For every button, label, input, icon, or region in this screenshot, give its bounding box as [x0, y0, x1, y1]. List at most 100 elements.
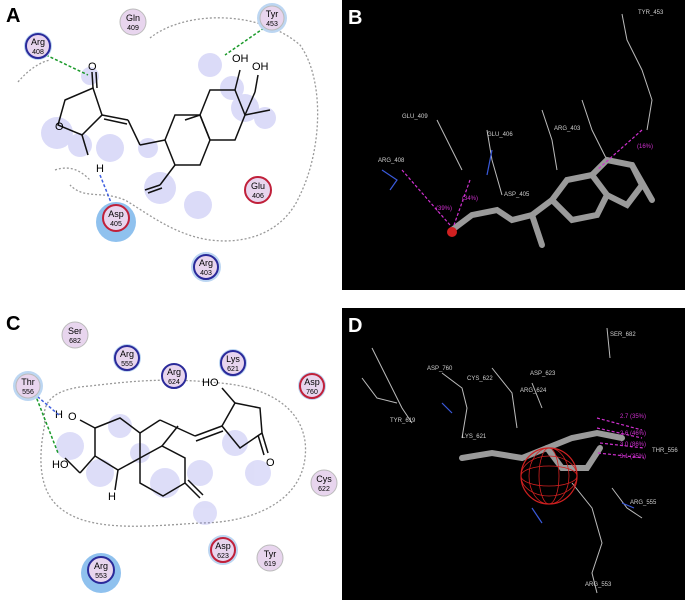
svg-text:Cys: Cys — [316, 474, 332, 484]
svg-text:Asp: Asp — [304, 377, 320, 387]
atom-o-carbonyl-c: O — [266, 457, 275, 469]
hbond-tyr453 — [224, 27, 265, 56]
hbond-labels-b: (16%) (39%) (34%) — [436, 144, 653, 212]
svg-text:CYS_622: CYS_622 — [467, 376, 493, 382]
hydrophobic-sphere-d — [520, 447, 578, 505]
hbond-arg408 — [45, 54, 89, 76]
ligand-sticks-b — [449, 156, 655, 248]
svg-text:Tyr: Tyr — [264, 549, 277, 559]
panel-d-letter: D — [348, 315, 362, 337]
panel-b-background — [342, 0, 685, 290]
pocket-outline-a3 — [54, 167, 91, 181]
molecule-c — [64, 387, 269, 499]
svg-text:Arg: Arg — [31, 37, 45, 47]
solvent-blobs-a — [41, 53, 276, 219]
svg-text:GLU_409: GLU_409 — [402, 114, 428, 120]
svg-text:408: 408 — [32, 49, 44, 56]
svg-text:553: 553 — [95, 573, 107, 580]
svg-text:ARG_555: ARG_555 — [630, 500, 657, 506]
svg-text:(16%): (16%) — [637, 144, 653, 150]
svg-text:SER_682: SER_682 — [610, 332, 636, 338]
residue-labels-b: TYR_453 GLU_409 GLU_406 ARG_403 ARG_408 … — [378, 10, 664, 198]
svg-text:405: 405 — [110, 221, 122, 228]
residue-thr556: Thr 556 — [13, 371, 43, 401]
residue-labels-d: SER_682 ASP_760 CYS_622 ASP_623 ARG_624 … — [390, 332, 678, 588]
atom-ho-right-c: HO — [202, 377, 219, 389]
residue-tyr619: Tyr 619 — [256, 544, 284, 572]
svg-text:556: 556 — [22, 389, 34, 396]
svg-text:Ser: Ser — [68, 326, 82, 336]
residue-cys622: Cys 622 — [310, 469, 338, 497]
svg-text:ASP_405: ASP_405 — [504, 192, 530, 198]
protein-n-atoms-b — [381, 149, 493, 191]
svg-text:3.0 (86%): 3.0 (86%) — [620, 442, 646, 448]
svg-text:ASP_760: ASP_760 — [427, 366, 453, 372]
svg-text:ARG_553: ARG_553 — [585, 582, 612, 588]
svg-text:Lys: Lys — [226, 354, 240, 364]
atom-oh2-a: OH — [252, 61, 269, 73]
svg-text:Arg: Arg — [120, 349, 134, 359]
solvent-blobs-c — [56, 414, 271, 525]
residue-gln409: Gln 409 — [119, 8, 147, 36]
svg-text:GLU_406: GLU_406 — [487, 132, 513, 138]
svg-text:Tyr: Tyr — [266, 9, 279, 19]
svg-text:Asp: Asp — [108, 209, 124, 219]
protein-n-atoms-d — [441, 402, 635, 524]
svg-text:406: 406 — [252, 193, 264, 200]
svg-text:TYR_619: TYR_619 — [390, 418, 416, 424]
svg-text:Asp: Asp — [215, 541, 231, 551]
svg-text:ARG_408: ARG_408 — [378, 158, 405, 164]
atom-o-carbonyl-a: O — [88, 61, 97, 73]
molecule-a — [57, 69, 271, 194]
residue-glu406: Glu 406 — [244, 176, 272, 204]
svg-text:TYR_453: TYR_453 — [638, 10, 664, 16]
svg-text:760: 760 — [306, 389, 318, 396]
svg-text:403: 403 — [200, 270, 212, 277]
residue-arg403: Arg 403 — [191, 252, 221, 282]
residue-asp760: Asp 760 — [298, 372, 326, 400]
svg-text:2.6 (46%): 2.6 (46%) — [620, 431, 646, 437]
panel-b-3d-view: B TYR_453 GLU_409 GLU_406 ARG_403 ARG_40… — [342, 0, 685, 290]
hbond-thr556-green — [34, 393, 59, 454]
svg-text:Glu: Glu — [251, 181, 265, 191]
protein-sticks-d — [361, 327, 643, 594]
svg-text:ARG_403: ARG_403 — [554, 126, 581, 132]
atom-h-a: H — [96, 163, 104, 175]
panel-c-interaction-diagram: C H O HO HO H O Ser 682 Arg — [6, 313, 338, 593]
svg-text:453: 453 — [266, 21, 278, 28]
protein-sticks-b — [436, 13, 653, 196]
svg-text:ARG_624: ARG_624 — [520, 388, 547, 394]
svg-text:622: 622 — [318, 486, 330, 493]
hbonds-d — [596, 417, 645, 459]
svg-text:Arg: Arg — [199, 258, 213, 268]
svg-text:ASP_623: ASP_623 — [530, 371, 556, 377]
svg-text:LYS_621: LYS_621 — [462, 434, 487, 440]
residue-arg408: Arg 408 — [24, 32, 52, 60]
svg-text:409: 409 — [127, 25, 139, 32]
panel-a-letter: A — [6, 5, 20, 27]
svg-text:2.7 (35%): 2.7 (35%) — [620, 414, 646, 420]
residue-tyr453: Tyr 453 — [257, 3, 287, 33]
svg-text:624: 624 — [168, 379, 180, 386]
svg-text:3.1 (35%): 3.1 (35%) — [620, 454, 646, 460]
svg-text:555: 555 — [121, 361, 133, 368]
svg-text:Thr: Thr — [21, 377, 35, 387]
svg-text:Gln: Gln — [126, 13, 140, 23]
panel-d-3d-view: D SER_682 ASP_760 CYS_622 ASP_623 ARG_62… — [342, 308, 685, 600]
atom-ho-left-c: HO — [52, 459, 69, 471]
svg-text:621: 621 — [227, 366, 239, 373]
residue-arg553: Arg 553 — [81, 553, 121, 593]
residue-ser682: Ser 682 — [61, 321, 89, 349]
residue-arg555: Arg 555 — [113, 344, 141, 372]
panel-b-letter: B — [348, 7, 362, 29]
svg-text:682: 682 — [69, 338, 81, 345]
panel-a-interaction-diagram: A O O H OH OH — [6, 3, 319, 282]
svg-text:(39%): (39%) — [436, 206, 452, 212]
atom-o-ring-a: O — [55, 121, 64, 133]
ligand-oxygen-b — [447, 227, 457, 237]
atom-oh1-a: OH — [232, 53, 249, 65]
svg-text:Arg: Arg — [167, 367, 181, 377]
svg-text:Arg: Arg — [94, 561, 108, 571]
atom-h-bottom-c: H — [108, 491, 116, 503]
svg-text:THR_556: THR_556 — [652, 448, 678, 454]
